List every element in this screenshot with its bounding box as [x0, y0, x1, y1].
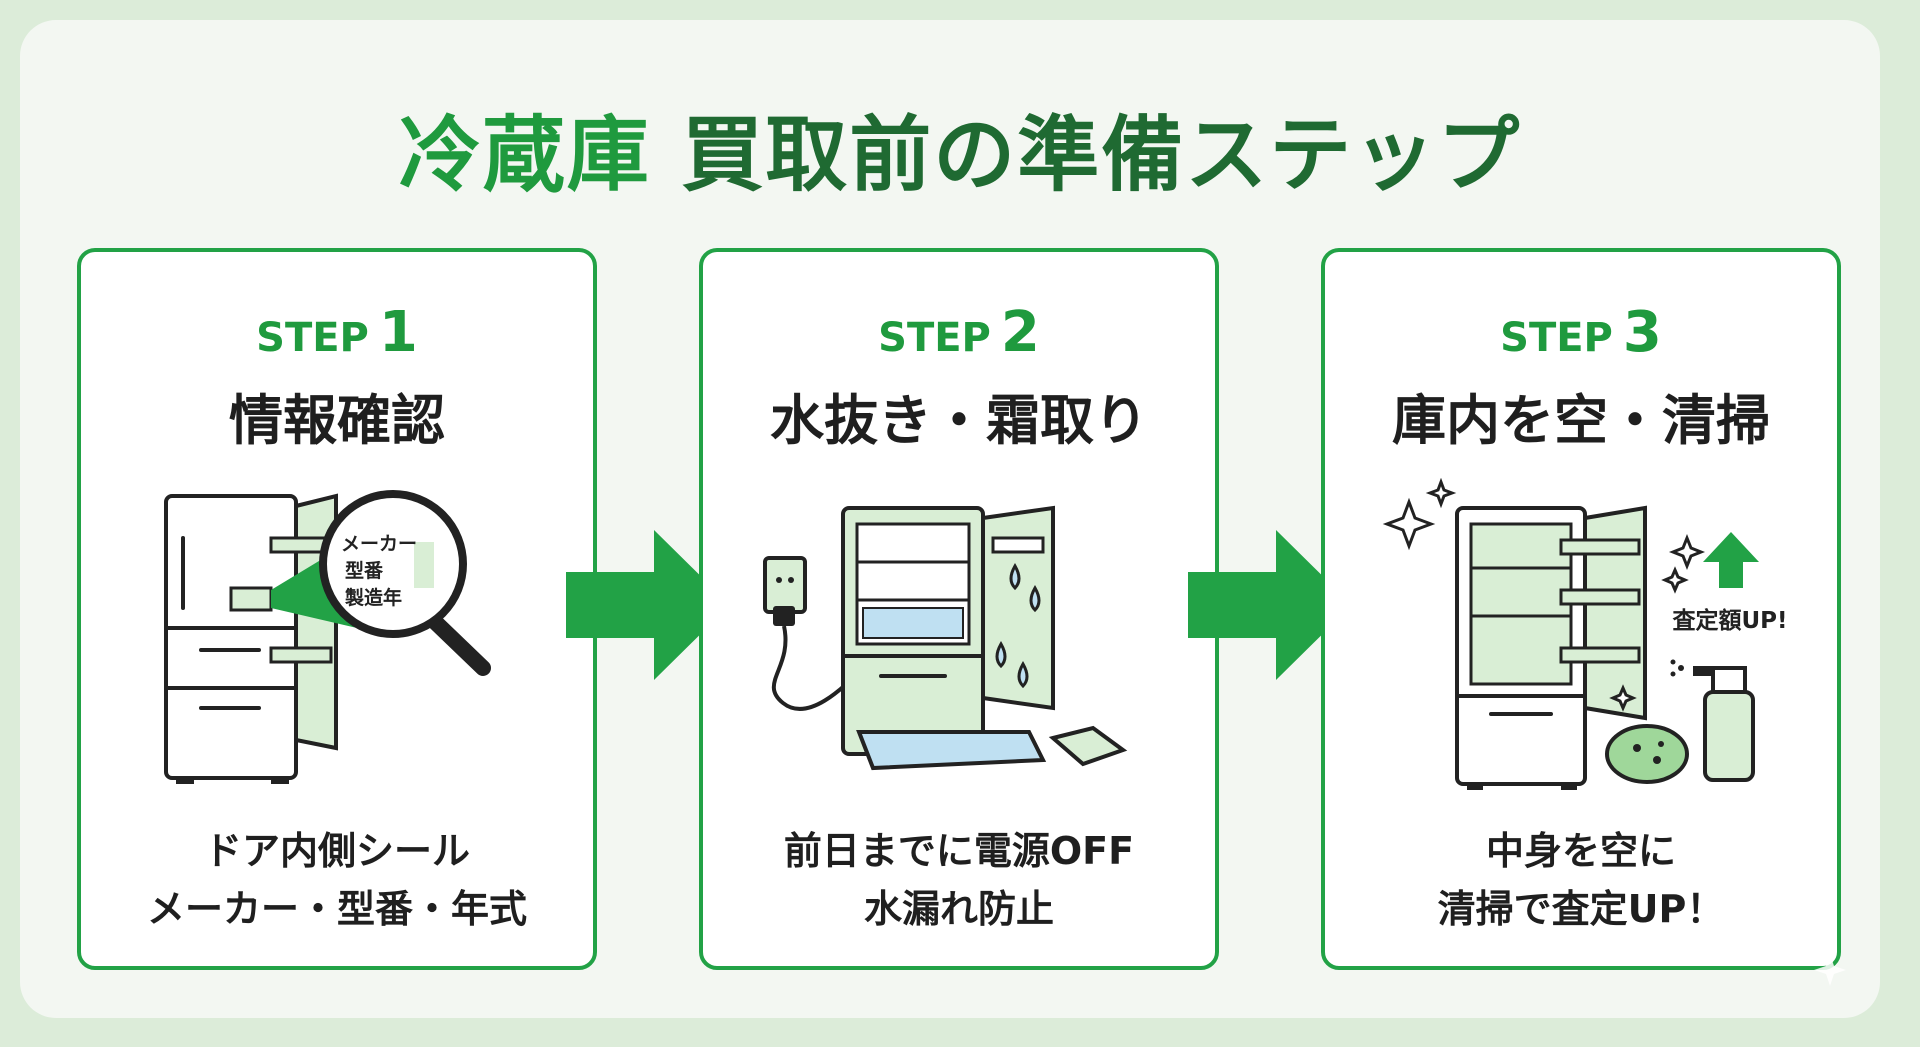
- fridge-cleaning-icon: 査定額UP!: [1382, 478, 1788, 790]
- step-heading-1: 情報確認: [229, 389, 445, 452]
- step-caption-1: ドア内側シール メーカー・型番・年式: [81, 822, 593, 938]
- fridge-unplugged-defrost-icon: [763, 505, 1128, 771]
- magnifier-label-model: 型番: [345, 559, 384, 582]
- fridge-magnifier-icon: メーカー 型番 製造年: [164, 490, 491, 784]
- title-main: 買取前の準備ステップ: [681, 108, 1522, 203]
- step-number-2: 2: [1000, 300, 1040, 365]
- caption-line: 清掃で査定UP！: [1437, 887, 1725, 931]
- step-word-1: STEP: [256, 315, 369, 361]
- arrow-right-icon: [566, 530, 730, 680]
- caption-line: 水漏れ防止: [863, 887, 1054, 931]
- magnifier-label-maker: メーカー: [341, 533, 417, 555]
- title-accent: 冷蔵庫: [398, 108, 651, 203]
- step-word-2: STEP: [878, 315, 991, 361]
- value-up-badge: 査定額UP!: [1672, 607, 1787, 634]
- step-number-3: 3: [1622, 300, 1662, 365]
- caption-line: 前日までに電源OFF: [783, 829, 1135, 873]
- magnifier-label-year: 製造年: [344, 586, 402, 609]
- step-heading-3: 庫内を空・清掃: [1392, 389, 1770, 452]
- sparkle-icon: [1814, 954, 1846, 986]
- step-caption-2: 前日までに電源OFF 水漏れ防止: [703, 822, 1215, 938]
- arrow-right-icon: [1188, 530, 1352, 680]
- page-title: 冷蔵庫 買取前の準備ステップ: [0, 88, 1920, 207]
- caption-line: ドア内側シール: [203, 829, 470, 873]
- step-word-3: STEP: [1500, 315, 1613, 361]
- step-heading-2: 水抜き・霜取り: [770, 389, 1148, 452]
- caption-line: メーカー・型番・年式: [146, 887, 527, 931]
- step-caption-3: 中身を空に 清掃で査定UP！: [1325, 822, 1837, 938]
- caption-line: 中身を空に: [1485, 829, 1676, 873]
- step-number-1: 1: [378, 300, 418, 365]
